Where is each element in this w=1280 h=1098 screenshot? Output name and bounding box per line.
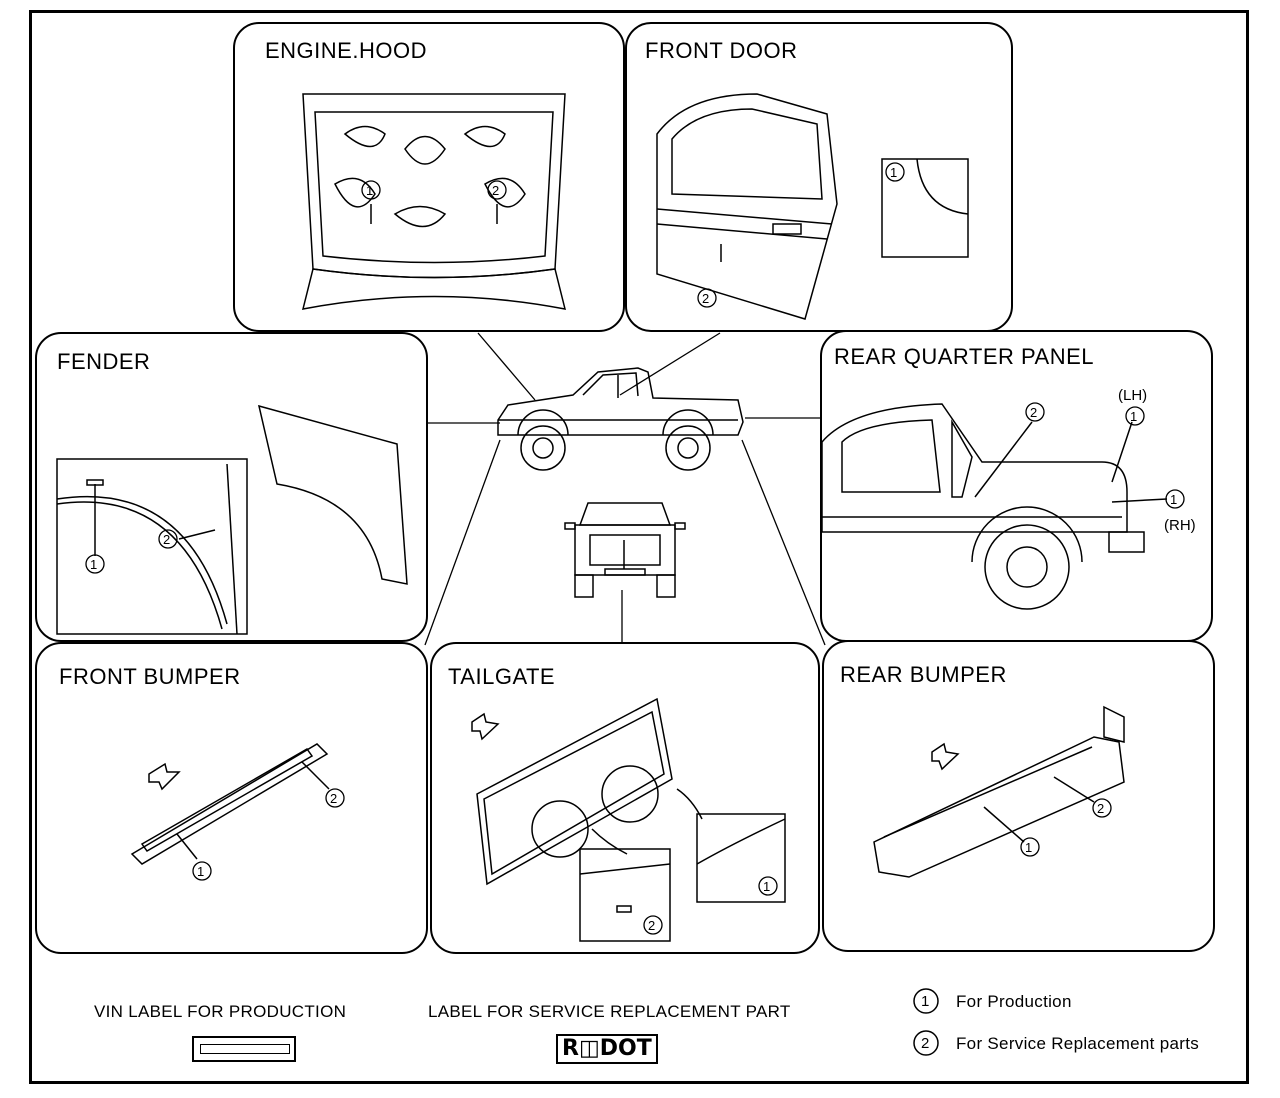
marker-1: 1 bbox=[197, 864, 204, 879]
marker-2: 2 bbox=[648, 918, 655, 933]
vin-label-sample bbox=[192, 1036, 296, 1062]
hood-drawing: 1 2 bbox=[301, 93, 567, 310]
panel-title: TAILGATE bbox=[448, 664, 556, 689]
panel-front-door: FRONT DOOR 2 1 bbox=[625, 22, 1013, 332]
rh-label: (RH) bbox=[1164, 517, 1196, 534]
legend-num-1: 1 bbox=[921, 993, 929, 1010]
panel-front-bumper: FRONT BUMPER 1 2 bbox=[35, 642, 428, 954]
panel-title: ENGINE.HOOD bbox=[265, 38, 427, 63]
rear-quarter-drawing: 2 1 1 (LH) (RH) bbox=[822, 387, 1196, 610]
marker-2: 2 bbox=[1030, 405, 1037, 420]
marker-2: 2 bbox=[1097, 801, 1104, 816]
rear-bumper-drawing: 1 2 bbox=[873, 705, 1125, 878]
marker-1-rh: 1 bbox=[1170, 492, 1177, 507]
marker-2: 2 bbox=[330, 791, 337, 806]
marker-1-lh: 1 bbox=[1130, 409, 1137, 424]
legend-item-production: For Production bbox=[956, 992, 1072, 1011]
vin-label-caption: VIN LABEL FOR PRODUCTION bbox=[94, 1002, 347, 1021]
panel-title: REAR BUMPER bbox=[840, 662, 1007, 687]
service-label-badge: R◫DOT bbox=[556, 1034, 658, 1064]
panel-title: REAR QUARTER PANEL bbox=[834, 344, 1095, 369]
panel-title: FRONT BUMPER bbox=[59, 664, 241, 689]
marker-1: 1 bbox=[366, 183, 373, 198]
vehicle-side-view bbox=[497, 367, 744, 471]
marker-2: 2 bbox=[702, 291, 709, 306]
outer-frame bbox=[29, 10, 1249, 1084]
door-drawing: 2 1 bbox=[656, 93, 969, 320]
panel-engine-hood: ENGINE.HOOD 1 2 bbox=[233, 22, 625, 332]
panel-tailgate: TAILGATE 2 1 bbox=[430, 642, 820, 954]
marker-1: 1 bbox=[763, 879, 770, 894]
marker-2: 2 bbox=[163, 532, 170, 547]
legend-item-service: For Service Replacement parts bbox=[956, 1034, 1200, 1053]
lh-label: (LH) bbox=[1118, 387, 1147, 404]
panel-title: FRONT DOOR bbox=[645, 38, 798, 63]
front-bumper-drawing: 1 2 bbox=[130, 743, 345, 881]
fender-drawing: 1 2 bbox=[56, 404, 408, 635]
marker-1: 1 bbox=[890, 165, 897, 180]
legend-circles: 1 2 bbox=[913, 988, 939, 1056]
marker-1: 1 bbox=[90, 557, 97, 572]
service-label-caption: LABEL FOR SERVICE REPLACEMENT PART bbox=[428, 1002, 791, 1021]
tailgate-drawing: 2 1 bbox=[471, 697, 786, 942]
vehicle-rear-view bbox=[564, 502, 686, 598]
panel-fender: FENDER 1 2 bbox=[35, 332, 428, 642]
legend-num-2: 2 bbox=[921, 1035, 929, 1052]
panel-rear-quarter: REAR QUARTER PANEL 2 1 1 (LH) (RH) bbox=[820, 330, 1213, 642]
marker-1: 1 bbox=[1025, 840, 1032, 855]
marker-2: 2 bbox=[492, 183, 499, 198]
panel-rear-bumper: REAR BUMPER 1 2 bbox=[822, 640, 1215, 952]
panel-title: FENDER bbox=[57, 349, 151, 374]
